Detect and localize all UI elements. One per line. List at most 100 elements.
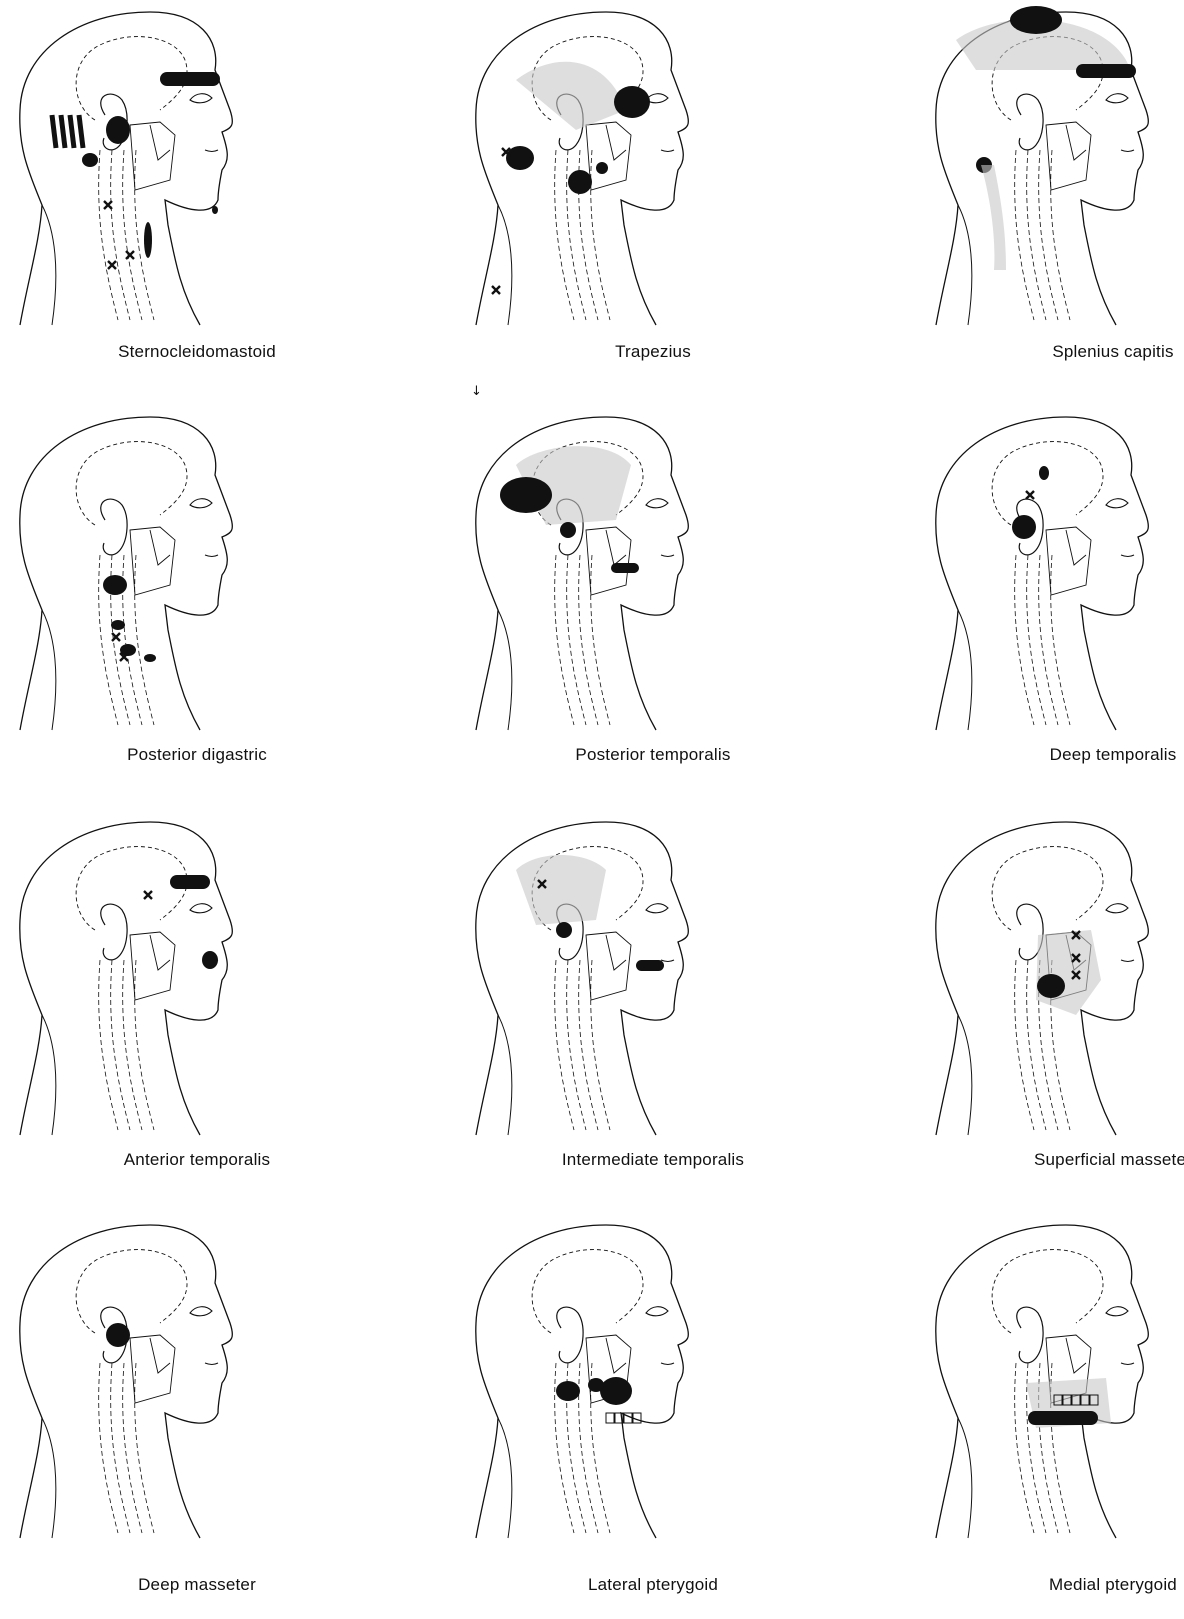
pain-band xyxy=(1076,64,1136,78)
mouth-line xyxy=(1121,150,1134,152)
ear-outline xyxy=(1017,94,1043,150)
pain-zone xyxy=(1039,466,1049,480)
temporalis-outline xyxy=(76,442,187,525)
mouth-line xyxy=(661,1363,674,1365)
masseter-outline xyxy=(586,527,631,595)
panel-caption: Splenius capitis xyxy=(916,342,1184,362)
masseter-fibers xyxy=(150,125,170,160)
temporalis-outline xyxy=(992,1250,1103,1333)
pain-stripe xyxy=(52,115,56,148)
pain-zone xyxy=(144,654,156,662)
pain-zone xyxy=(103,575,127,595)
panel-pdig: Posterior digastric xyxy=(0,405,394,809)
head-illustration xyxy=(456,1213,850,1553)
head-illustration xyxy=(0,1213,394,1553)
head-outline xyxy=(20,1225,233,1538)
mouth-line xyxy=(661,555,674,557)
head-outline xyxy=(936,417,1149,730)
mouth-line xyxy=(1121,1363,1134,1365)
panel-caption: Lateral pterygoid xyxy=(456,1575,850,1595)
head-outline xyxy=(20,12,233,325)
panel-dmas: Deep masseter xyxy=(0,1213,394,1617)
pain-zone xyxy=(596,162,608,174)
neck-contour xyxy=(958,610,972,730)
pain-zone xyxy=(111,620,125,630)
trigger-point-marker xyxy=(108,261,116,269)
trigger-point-marker xyxy=(104,201,112,209)
mouth-line xyxy=(205,555,218,557)
eye-outline xyxy=(646,1307,668,1316)
neck-muscle-line xyxy=(555,555,574,725)
neck-contour xyxy=(42,1015,56,1135)
neck-muscle-line xyxy=(1015,555,1034,725)
masseter-fibers xyxy=(150,1338,170,1373)
masseter-outline xyxy=(130,1335,175,1403)
masseter-outline xyxy=(130,122,175,190)
trigger-point-marker xyxy=(126,251,134,259)
pain-zone xyxy=(144,222,152,258)
stray-mark: ↓ xyxy=(471,384,482,399)
neck-muscle-line xyxy=(1027,555,1046,725)
pain-zone xyxy=(560,522,576,538)
panel-caption: Intermediate temporalis xyxy=(456,1150,850,1170)
mouth-line xyxy=(205,150,218,152)
neck-muscle-line xyxy=(579,555,598,725)
neck-muscle-line xyxy=(567,555,586,725)
masseter-outline xyxy=(130,932,175,1000)
head-outline xyxy=(20,417,233,730)
masseter-fibers xyxy=(1066,530,1086,565)
pain-stripe xyxy=(79,115,83,148)
pain-zone xyxy=(506,146,534,170)
pain-zone xyxy=(82,153,98,167)
panel-lpt: Lateral pterygoid xyxy=(456,1213,850,1617)
neck-muscle-line xyxy=(1039,555,1058,725)
temporalis-outline xyxy=(992,847,1103,930)
pain-zone xyxy=(212,206,218,214)
head-illustration xyxy=(916,0,1184,340)
trigger-point-marker xyxy=(144,891,152,899)
neck-contour xyxy=(498,1418,512,1538)
eye-outline xyxy=(646,499,668,508)
masseter-fibers xyxy=(606,530,626,565)
neck-muscle-line xyxy=(123,960,142,1130)
head-illustration xyxy=(916,810,1184,1150)
pain-stripe xyxy=(70,115,74,148)
head-outline xyxy=(476,12,689,325)
neck-muscle-line xyxy=(591,150,610,320)
temporalis-outline xyxy=(532,1250,643,1333)
masseter-outline xyxy=(130,527,175,595)
pain-zone xyxy=(588,1378,604,1392)
neck-muscle-line xyxy=(111,960,130,1130)
head-illustration xyxy=(0,405,394,745)
panel-ptem: Posterior temporalis xyxy=(456,405,850,809)
pain-band xyxy=(1028,1411,1098,1425)
masseter-fibers xyxy=(606,125,626,160)
neck-contour xyxy=(498,610,512,730)
neck-contour xyxy=(958,1418,972,1538)
panel-mpt: Medial pterygoid xyxy=(916,1213,1184,1617)
mouth-line xyxy=(1121,960,1134,962)
pain-zone xyxy=(106,1323,130,1347)
masseter-fibers xyxy=(606,935,626,970)
head-outline xyxy=(476,1225,689,1538)
temporalis-outline xyxy=(76,847,187,930)
pain-zone xyxy=(556,1381,580,1401)
masseter-fibers xyxy=(1066,1338,1086,1373)
masseter-outline xyxy=(1046,122,1091,190)
neck-muscle-line xyxy=(99,150,118,320)
temporalis-outline xyxy=(992,442,1103,525)
masseter-outline xyxy=(586,122,631,190)
panel-atem: Anterior temporalis xyxy=(0,810,394,1214)
pain-zone xyxy=(1037,974,1065,998)
head-illustration xyxy=(456,0,850,340)
head-outline xyxy=(936,1225,1149,1538)
panel-smas: Superficial masseter xyxy=(916,810,1184,1214)
neck-muscle-line xyxy=(135,555,154,725)
neck-muscle-line xyxy=(1051,150,1070,320)
panel-item: Intermediate temporalis xyxy=(456,810,850,1214)
ear-outline xyxy=(101,904,127,960)
spillover-zone xyxy=(516,855,606,925)
panel-caption: Deep temporalis xyxy=(916,745,1184,765)
ear-outline xyxy=(101,499,127,555)
panel-caption: Sternocleidomastoid xyxy=(0,342,394,362)
